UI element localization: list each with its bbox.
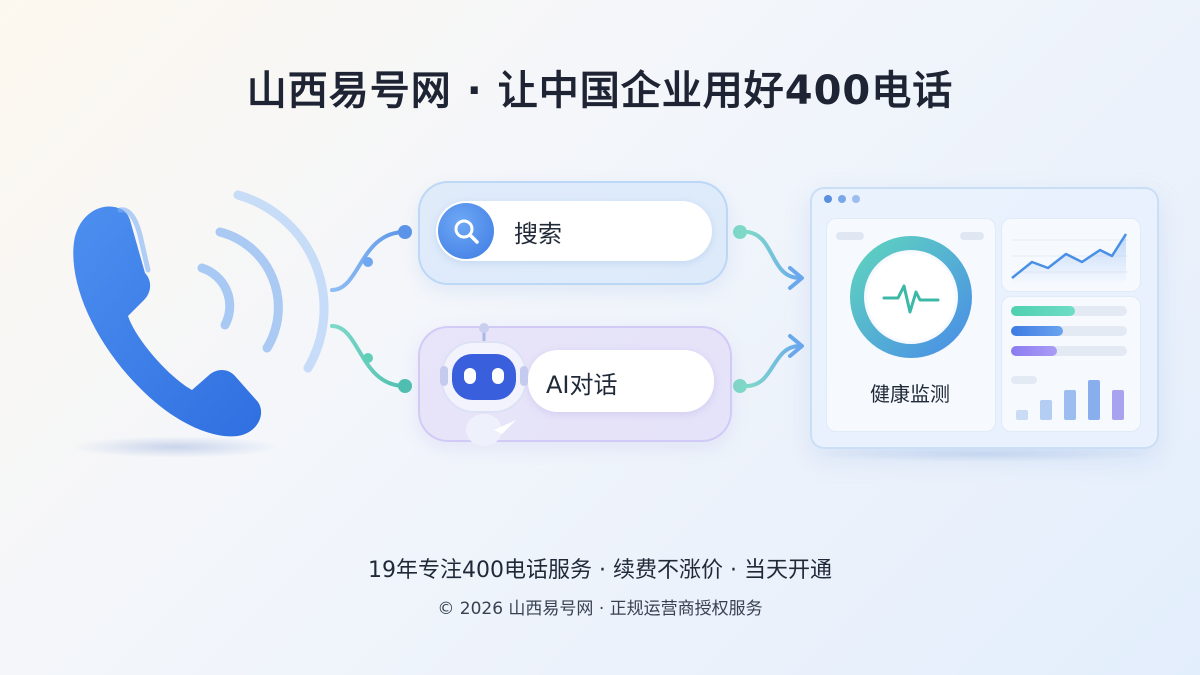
ai-chat-label[interactable]: AI对话 (546, 371, 618, 399)
progress-track (1011, 326, 1127, 336)
placeholder-line (960, 232, 984, 240)
connector-ai-in (330, 324, 407, 388)
window-dot (824, 195, 832, 203)
placeholder-line (1011, 376, 1037, 384)
health-monitor-label: 健康监测 (870, 382, 950, 406)
mini-bar (1040, 400, 1052, 420)
signal-wave-medium (215, 227, 283, 353)
connector-search-out (746, 230, 802, 280)
page-title: 山西易号网 · 让中国企业用好400电话 (246, 68, 954, 114)
mini-bar-chart (1016, 380, 1124, 420)
mini-bar (1064, 390, 1076, 420)
mini-bar (1112, 390, 1124, 420)
mini-bar (1016, 410, 1028, 420)
search-icon[interactable] (438, 203, 494, 259)
signal-wave-large (233, 190, 329, 373)
window-dot (838, 195, 846, 203)
phone-shadow (70, 436, 280, 458)
robot-icon (440, 323, 528, 446)
connector-ai-out (746, 344, 802, 388)
progress-fill (1011, 346, 1057, 356)
trend-line-chart (1011, 233, 1128, 284)
health-ring (850, 236, 972, 358)
signal-wave-small (197, 263, 235, 330)
progress-fill (1011, 306, 1075, 316)
heartbeat-icon (882, 284, 940, 314)
ai-chat-bar[interactable] (528, 350, 714, 412)
phone-icon (73, 190, 329, 437)
dashboard-shadow (810, 446, 1155, 462)
mini-bar (1088, 380, 1100, 420)
tagline: 19年专注400电话服务 · 续费不涨价 · 当天开通 (368, 558, 832, 583)
placeholder-line (836, 232, 864, 240)
progress-fill (1011, 326, 1063, 336)
connector-search-in (330, 230, 407, 292)
search-label[interactable]: 搜索 (514, 220, 562, 248)
copyright: © 2026 山西易号网 · 正规运营商授权服务 (437, 599, 763, 619)
progress-track (1011, 346, 1127, 356)
window-dot (852, 195, 860, 203)
